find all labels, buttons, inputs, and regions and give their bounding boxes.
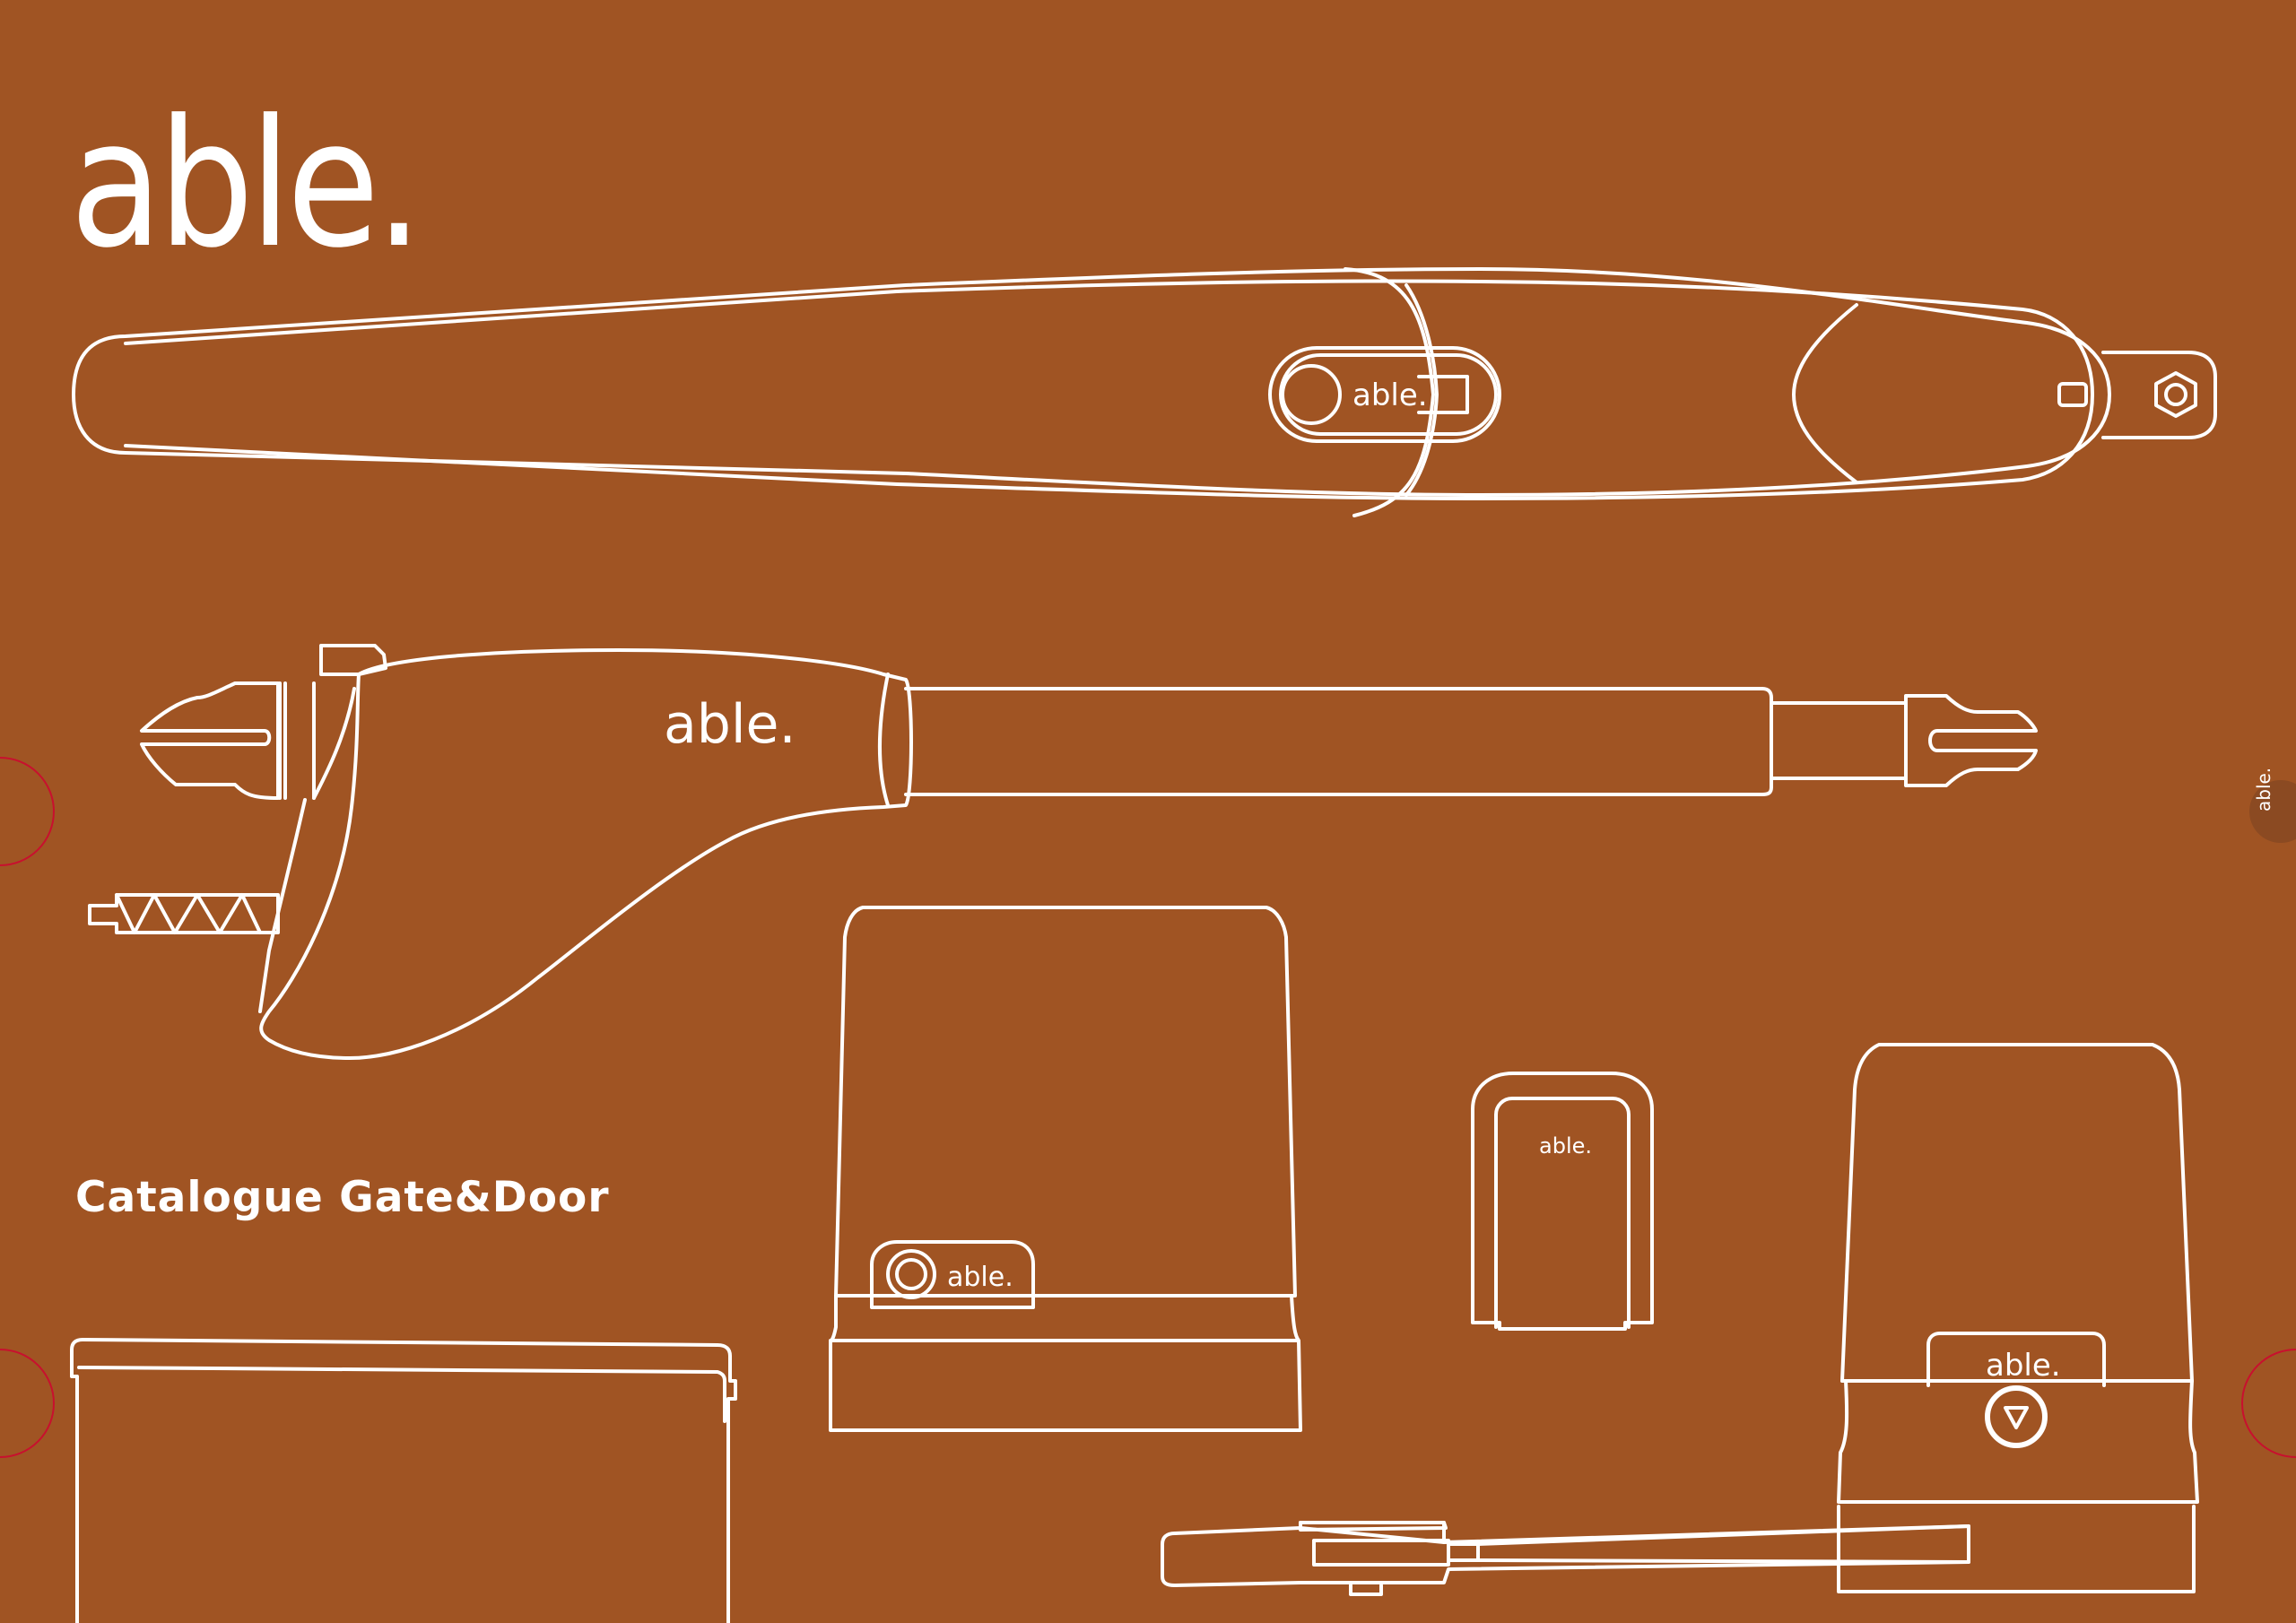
side-tab[interactable] — [2249, 780, 2296, 843]
swing-arm-label: able. — [1352, 378, 1428, 413]
control-box-drawing — [70, 1338, 737, 1623]
swing-arm-drawing: able. — [72, 267, 2217, 517]
catalogue-title: Catalogue Gate&Door — [75, 1173, 610, 1222]
bottom-arm-drawing — [1161, 1521, 1970, 1596]
linear-actuator-label: able. — [664, 693, 796, 756]
receiver-drawing: able. — [1471, 1072, 1654, 1331]
registration-marks — [0, 757, 2296, 1458]
brand-logo: able. — [70, 82, 423, 287]
receiver-label: able. — [1539, 1133, 1592, 1159]
sliding-operator-label: able. — [1986, 1348, 2061, 1384]
sliding-operator-drawing: able. — [1837, 1043, 2199, 1593]
linear-actuator-drawing: able. — [88, 644, 2038, 1060]
sliding-motor-label: able. — [947, 1262, 1013, 1293]
sliding-motor-drawing: able. — [829, 906, 1302, 1432]
